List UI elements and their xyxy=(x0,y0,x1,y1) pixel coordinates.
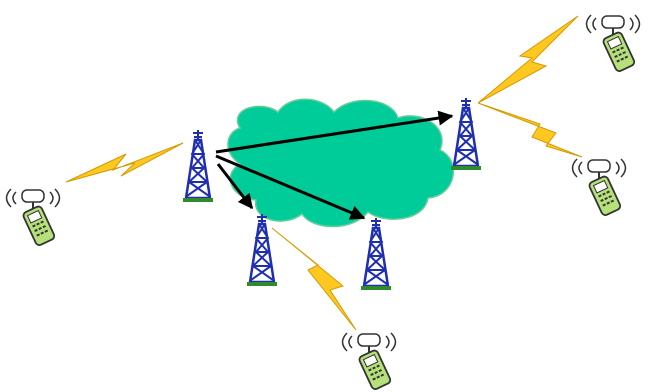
tower-bottom-center xyxy=(361,218,391,290)
lightning-link-left xyxy=(66,143,183,182)
handset-bottom xyxy=(343,333,396,390)
handset-middle-right xyxy=(573,159,626,216)
handset-left xyxy=(7,189,60,246)
lightning-link-bottom xyxy=(272,228,356,330)
handset-top-right xyxy=(587,15,640,72)
lightning-link-top-right xyxy=(478,16,578,103)
tower-right xyxy=(451,98,481,170)
tower-left xyxy=(183,130,213,202)
tower-bottom-left xyxy=(247,214,277,286)
lightning-link-middle-right xyxy=(478,103,582,157)
